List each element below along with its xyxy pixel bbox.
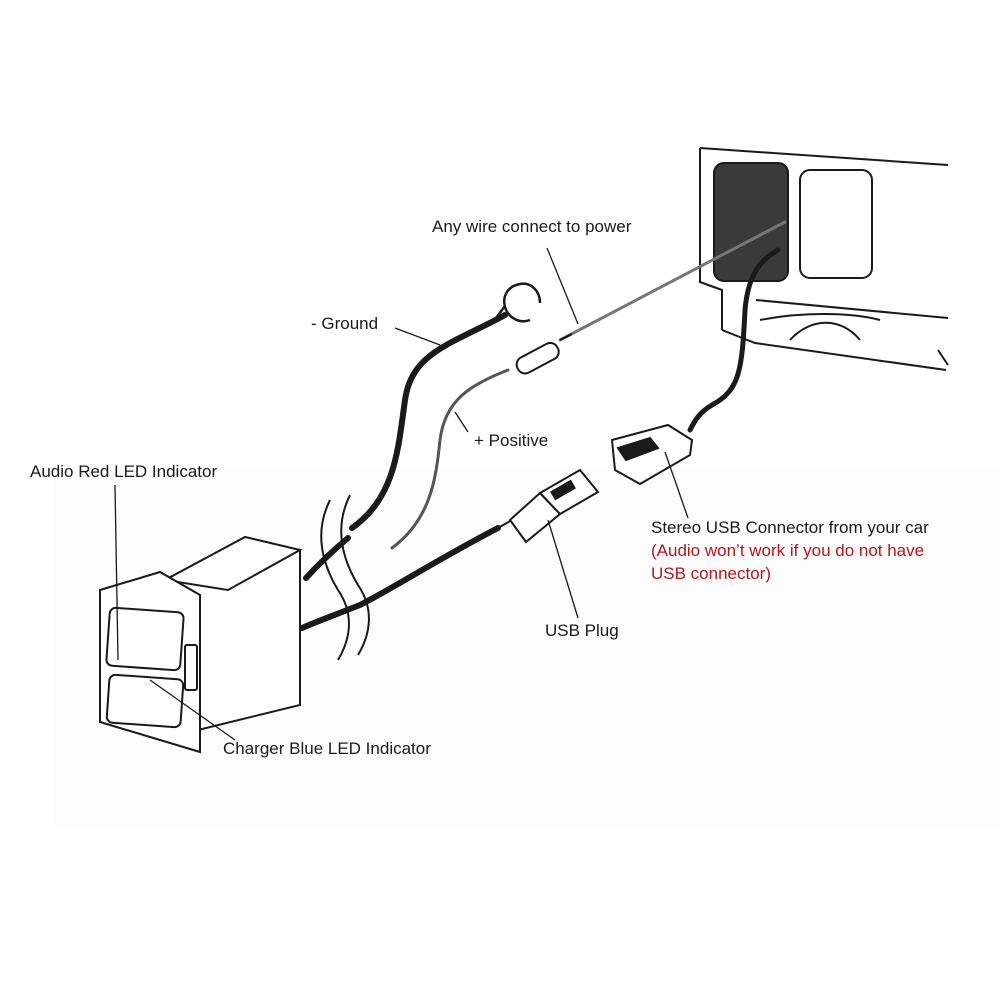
- usb-plug-leader: [547, 519, 579, 619]
- positive-label: + Positive: [474, 431, 549, 450]
- ground-ring-terminal: [492, 282, 542, 323]
- stereo-usb-leader: [664, 451, 689, 519]
- audio-warning-line1: (Audio won’t work if you do not have: [651, 541, 925, 560]
- power-leader: [546, 247, 579, 325]
- audio-led-label: Audio Red LED Indicator: [30, 462, 218, 481]
- ground-leader: [394, 327, 441, 346]
- usb-plug-label: USB Plug: [545, 621, 619, 640]
- usb-plug-wire: [299, 525, 501, 631]
- charger-led-label: Charger Blue LED Indicator: [223, 739, 431, 758]
- power-label: Any wire connect to power: [432, 217, 632, 236]
- stereo-usb-cable: [687, 247, 781, 433]
- ground-wire: [349, 312, 508, 531]
- dashboard-recess: [713, 162, 789, 282]
- power-tap-line: [558, 220, 787, 342]
- stereo-usb-label: Stereo USB Connector from your car: [651, 518, 929, 537]
- audio-warning-line2: USB connector): [651, 564, 771, 583]
- stereo-usb-connector: [610, 423, 694, 486]
- charger-port: [105, 673, 185, 729]
- audio-led-leader: [114, 484, 119, 661]
- wires: [299, 220, 787, 631]
- positive-leader: [454, 411, 469, 433]
- inline-connector: [515, 333, 573, 375]
- dashboard-panel: [699, 147, 949, 371]
- wire-break: [320, 494, 370, 661]
- leader-lines: [114, 247, 689, 741]
- usb-switch-module: [99, 535, 303, 754]
- power-wire: [390, 368, 510, 550]
- dashboard-switch-slot: [799, 169, 873, 279]
- audio-port: [105, 606, 185, 672]
- charger-led-leader: [149, 679, 236, 741]
- usb-plug: [497, 468, 600, 544]
- ground-label: - Ground: [311, 314, 379, 333]
